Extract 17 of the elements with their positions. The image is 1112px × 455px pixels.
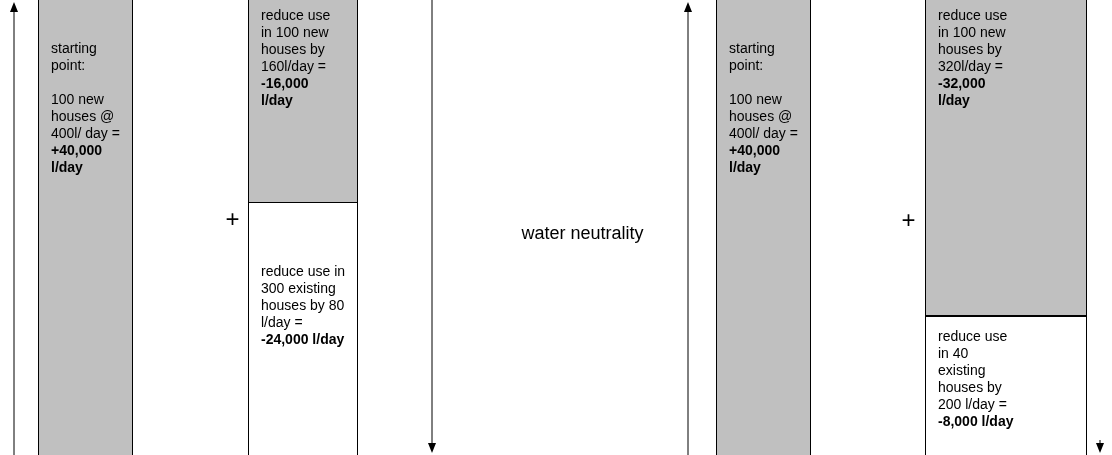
bar-box <box>925 316 1087 455</box>
box-text: reduce use in 40 existing houses by 200 l/day = -8,000 l/day <box>938 328 1015 430</box>
bar-box <box>38 0 133 455</box>
bar-box <box>248 0 358 203</box>
plus-sign: + <box>900 206 917 234</box>
plus-sign: + <box>224 205 241 233</box>
box-text: starting point: <box>729 40 776 74</box>
box-text: 100 new houses @ 400l/ day = +40,000 l/day <box>51 91 121 176</box>
box-text: 100 new houses @ 400l/ day = +40,000 l/day <box>729 91 799 176</box>
bar-box <box>925 0 1087 316</box>
bar-box <box>248 202 358 455</box>
box-text: starting point: <box>51 40 98 74</box>
box-text: reduce use in 100 new houses by 320l/day = -32,000 l/day <box>938 7 1009 109</box>
box-text: reduce use in 300 existing houses by 80 l/day = -24,000 l/day <box>261 263 347 348</box>
box-text: reduce use in 100 new houses by 160l/day = -16,000 l/day <box>261 7 332 109</box>
bar-box <box>716 0 811 455</box>
label-text: water neutrality <box>520 222 645 244</box>
